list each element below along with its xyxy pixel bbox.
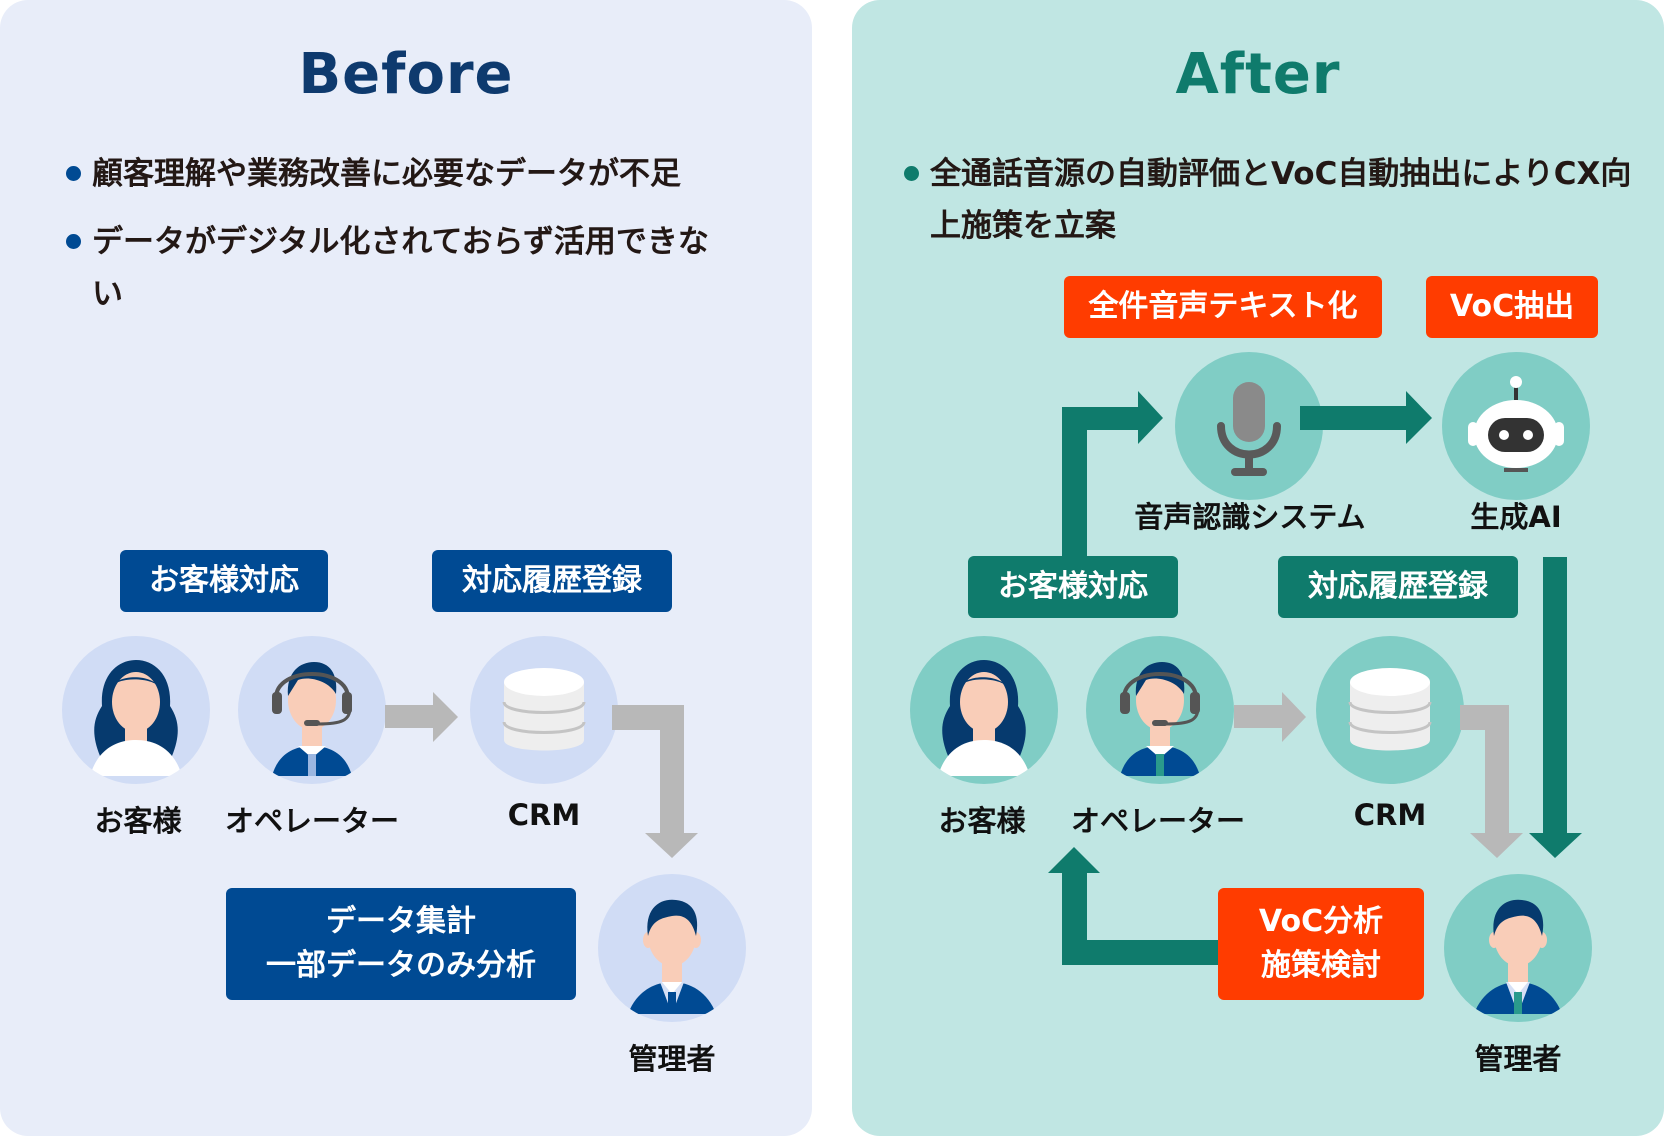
woman-icon xyxy=(938,660,1030,776)
after-label-crm: CRM xyxy=(1353,798,1427,832)
before-bullet: データがデジタル化されておらず活用できない xyxy=(62,216,732,320)
operator-headset-icon xyxy=(1120,662,1200,776)
after-tag-history-registration: 対応履歴登録 xyxy=(1278,556,1518,618)
after-label-manager: 管理者 xyxy=(1474,1042,1562,1076)
database-icon xyxy=(502,668,586,751)
before-title: Before xyxy=(298,42,514,107)
bullet-dot-icon xyxy=(66,234,81,249)
before-bullet: 顧客理解や業務改善に必要なデータが不足 xyxy=(62,148,772,200)
businessman-icon xyxy=(628,899,716,1014)
after-panel: After 全通話音源の自動評価とVoC自動抽出によりCX向上施策を立案 全件音… xyxy=(852,0,1664,1136)
after-ai-icon-circle xyxy=(1442,352,1590,500)
after-tag-customer-service: お客様対応 xyxy=(968,556,1178,618)
before-crm-icon-circle xyxy=(470,636,618,784)
after-speech-icon-circle xyxy=(1175,352,1323,500)
before-manager-avatar xyxy=(598,874,746,1022)
before-label-crm: CRM xyxy=(507,798,581,832)
businessman-icon xyxy=(1474,899,1562,1014)
after-tag-transcription: 全件音声テキスト化 xyxy=(1064,276,1382,338)
before-bullet-list: 顧客理解や業務改善に必要なデータが不足 データがデジタル化されておらず活用できな… xyxy=(62,148,772,336)
after-bullet-list: 全通話音源の自動評価とVoC自動抽出によりCX向上施策を立案 xyxy=(900,148,1644,268)
bullet-dot-icon xyxy=(904,166,919,181)
before-tag-analysis: データ集計 一部データのみ分析 xyxy=(226,888,576,1000)
bullet-dot-icon xyxy=(66,166,81,181)
woman-icon xyxy=(90,660,182,776)
after-title: After xyxy=(1175,42,1341,107)
before-label-customer: お客様 xyxy=(94,804,182,838)
after-bullet: 全通話音源の自動評価とVoC自動抽出によりCX向上施策を立案 xyxy=(900,148,1644,252)
after-label-generative-ai: 生成AI xyxy=(1470,500,1562,534)
after-tag-analysis: VoC分析 施策検討 xyxy=(1218,888,1424,1000)
after-customer-avatar xyxy=(910,636,1058,784)
after-manager-avatar xyxy=(1444,874,1592,1022)
after-operator-avatar xyxy=(1086,636,1234,784)
after-label-customer: お客様 xyxy=(938,804,1026,838)
before-customer-avatar xyxy=(62,636,210,784)
robot-icon xyxy=(1468,376,1564,472)
before-label-operator: オペレーター xyxy=(224,804,399,838)
operator-headset-icon xyxy=(272,662,352,776)
before-panel: Before 顧客理解や業務改善に必要なデータが不足 データがデジタル化されてお… xyxy=(0,0,812,1136)
before-tag-customer-service: お客様対応 xyxy=(120,550,328,612)
before-label-manager: 管理者 xyxy=(628,1042,716,1076)
before-operator-avatar xyxy=(238,636,386,784)
after-label-operator: オペレーター xyxy=(1070,804,1245,838)
microphone-icon xyxy=(1217,382,1281,476)
after-crm-icon-circle xyxy=(1316,636,1464,784)
database-icon xyxy=(1348,668,1432,751)
after-tag-voc-extraction: VoC抽出 xyxy=(1426,276,1598,338)
before-tag-history-registration: 対応履歴登録 xyxy=(432,550,672,612)
after-label-speech-recognition: 音声認識システム xyxy=(1134,500,1366,534)
